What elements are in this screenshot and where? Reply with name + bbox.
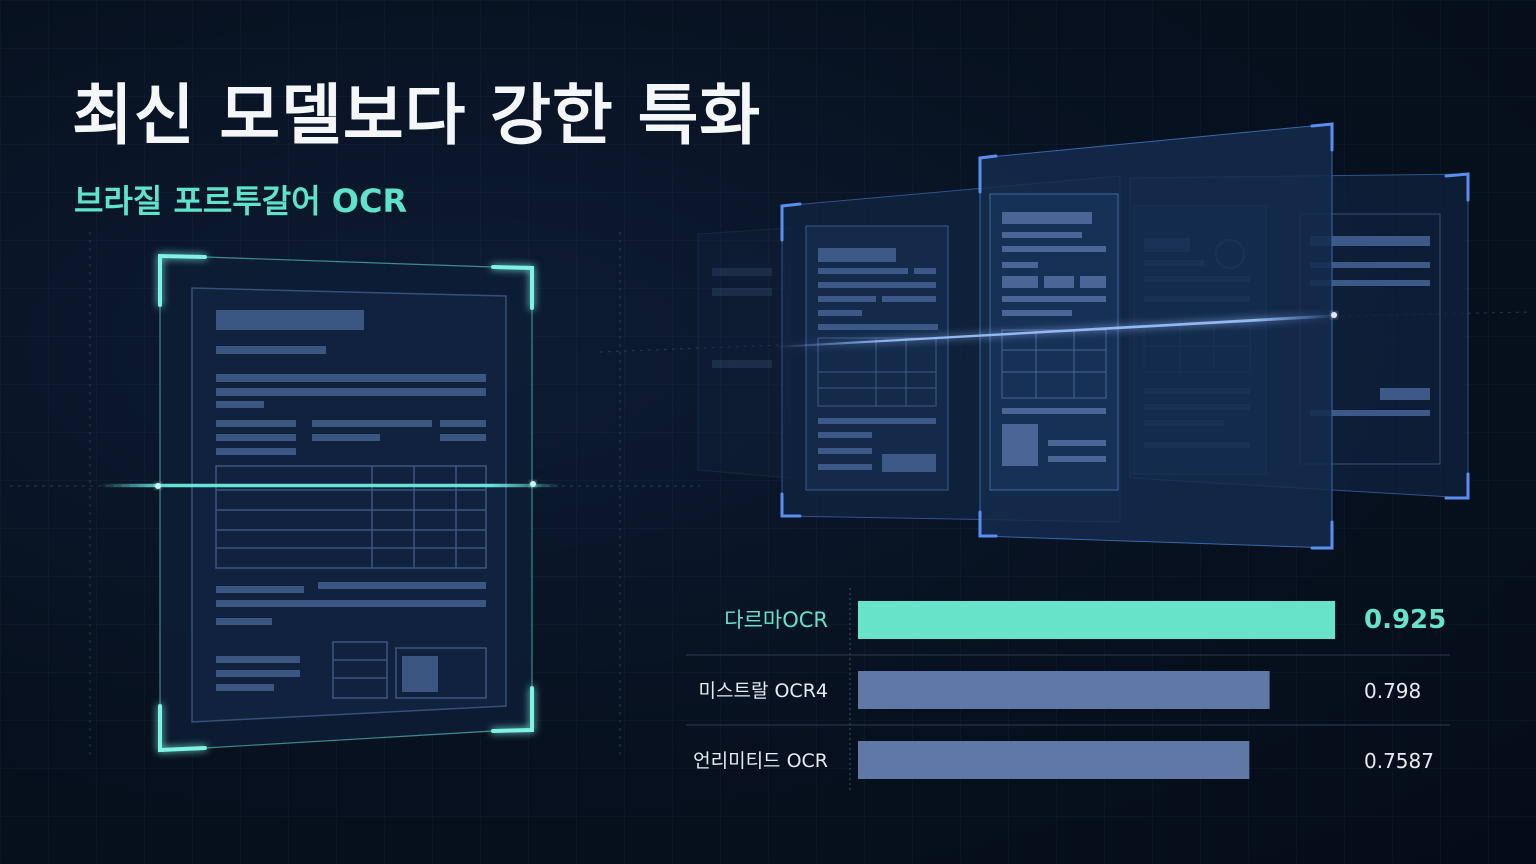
category-label-0: 다르마OCR xyxy=(724,608,828,632)
bar-0 xyxy=(858,601,1336,639)
value-label-2: 0.7587 xyxy=(1364,749,1434,773)
bar-2 xyxy=(858,741,1250,779)
category-label-2: 언리미티드 OCR xyxy=(693,750,828,772)
page-title: 최신 모델보다 강한 특화 xyxy=(72,77,762,154)
value-label-0: 0.925 xyxy=(1364,605,1446,635)
bar-1 xyxy=(858,671,1270,709)
value-label-1: 0.798 xyxy=(1364,679,1421,703)
page-subtitle: 브라질 포르투갈어 OCR xyxy=(74,182,408,220)
category-label-1: 미스트랄 OCR4 xyxy=(699,680,828,702)
ocr-score-bar-chart: 다르마OCR 0.925 미스트랄 OCR4 0.798 언리미티드 OCR 0.7587 xyxy=(686,588,1450,792)
